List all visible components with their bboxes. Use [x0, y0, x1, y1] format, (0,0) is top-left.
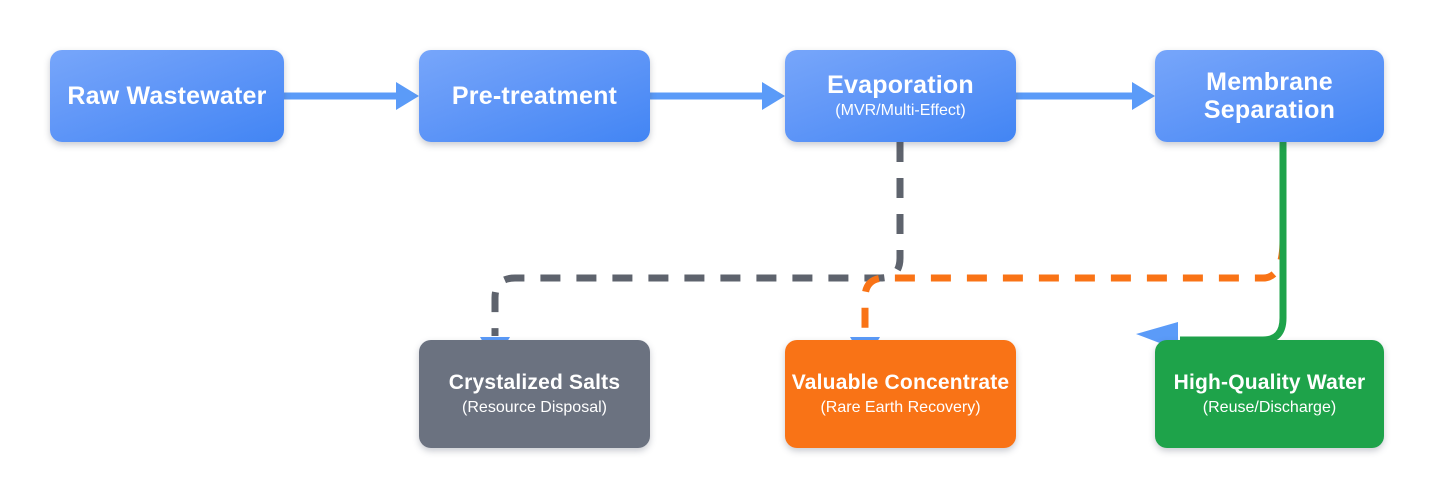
- node-crystalized-salts[interactable]: Crystalized Salts (Resource Disposal): [419, 340, 650, 448]
- node-title: Pre-treatment: [451, 82, 618, 110]
- edge-pre-to-evap: [650, 82, 785, 110]
- node-subtitle: (Resource Disposal): [462, 399, 607, 417]
- node-title: Raw Wastewater: [67, 82, 267, 110]
- node-title: Crystalized Salts: [448, 370, 621, 394]
- node-title: Valuable Concentrate: [791, 370, 1010, 394]
- node-subtitle: (Rare Earth Recovery): [820, 399, 981, 417]
- node-title: High-Quality Water: [1173, 370, 1366, 394]
- node-membrane-separation[interactable]: Membrane Separation: [1155, 50, 1384, 142]
- node-title: Membrane Separation: [1203, 68, 1336, 124]
- edge-evap-to-salts: [480, 142, 904, 362]
- node-subtitle: (MVR/Multi-Effect): [835, 102, 966, 120]
- node-subtitle: (Reuse/Discharge): [1202, 399, 1337, 417]
- edge-mem-to-water: [1136, 142, 1287, 350]
- edge-evap-to-mem: [1016, 82, 1155, 110]
- node-high-quality-water[interactable]: High-Quality Water (Reuse/Discharge): [1155, 340, 1384, 448]
- node-title: Evaporation: [827, 71, 974, 100]
- node-pre-treatment[interactable]: Pre-treatment: [419, 50, 650, 142]
- edge-raw-to-pre: [284, 82, 419, 110]
- node-valuable-concentrate[interactable]: Valuable Concentrate (Rare Earth Recover…: [785, 340, 1016, 448]
- node-raw-wastewater[interactable]: Raw Wastewater: [50, 50, 284, 142]
- node-evaporation[interactable]: Evaporation (MVR/Multi-Effect): [785, 50, 1016, 142]
